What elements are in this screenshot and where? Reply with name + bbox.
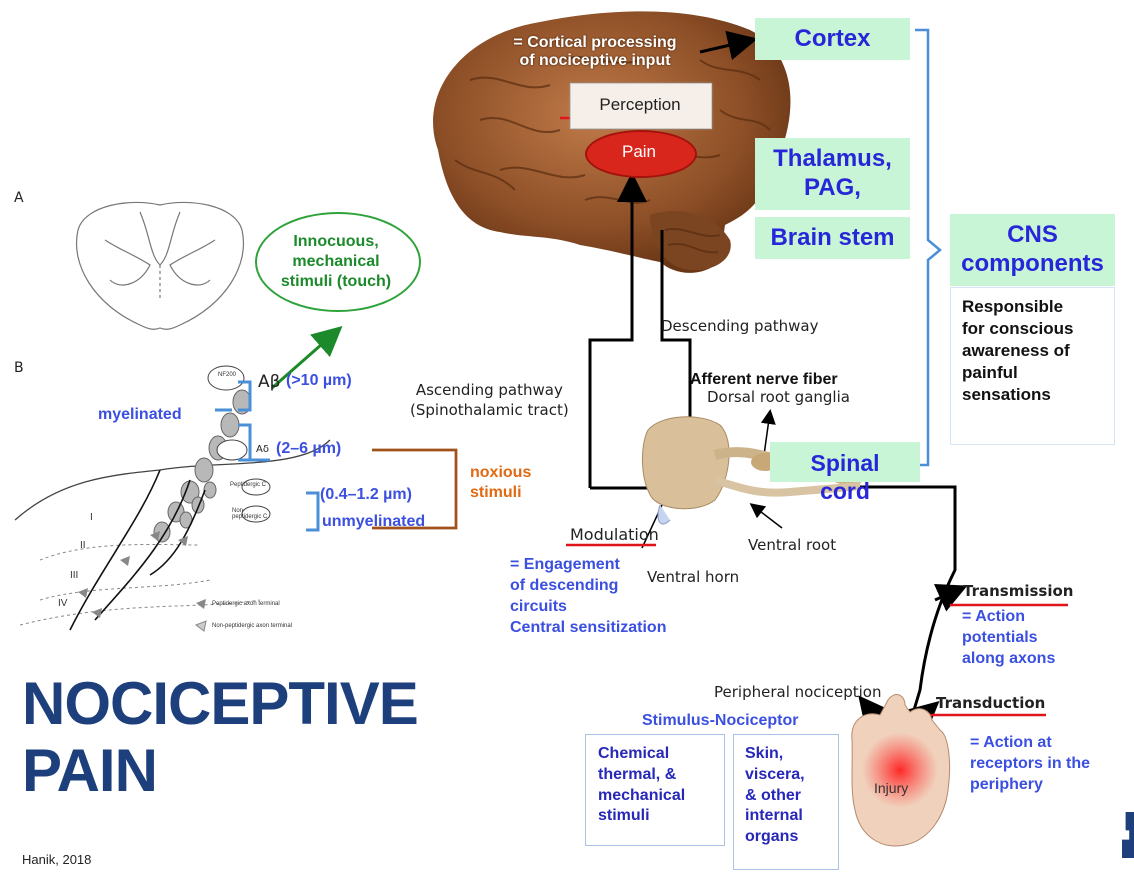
cns-bracket <box>915 30 940 465</box>
peptidergic-label: Peptidergic C <box>230 482 266 488</box>
c-fiber-size: (0.4–1.2 µm) <box>320 486 412 504</box>
descending-pathway-label: Descending pathway <box>661 317 819 335</box>
nonpeptidergic-label: Non- peptidergic C <box>232 508 267 520</box>
afferent-fiber-label: Afferent nerve fiber <box>690 371 838 389</box>
citation: Hanik, 2018 <box>22 852 91 867</box>
lamina-3: III <box>70 570 78 581</box>
page-title: NOCICEPTIVE PAIN <box>22 670 418 804</box>
spinal-cord-label: Spinal cord <box>770 450 920 505</box>
modulation-label: Modulation <box>570 525 659 544</box>
cortex-box: Cortex <box>755 18 910 60</box>
legend-peptidergic: Peptidergic axon terminal <box>212 601 280 607</box>
modulation-description: = Engagement of descending circuits Cent… <box>510 554 666 638</box>
peripheral-nociception-label: Peripheral nociception <box>714 683 881 701</box>
injury-label: Injury <box>874 780 908 796</box>
panel-a-letter: A <box>14 190 24 206</box>
lamina-1: I <box>90 512 93 523</box>
cns-description: Responsible for conscious awareness of p… <box>962 296 1073 406</box>
organs-box-text: Skin, viscera, & other internal organs <box>745 744 805 848</box>
a-delta-label: Aδ <box>256 444 269 455</box>
transduction-description: = Action at receptors in the periphery <box>970 733 1090 795</box>
innocuous-label: Innocuous, mechanical stimuli (touch) <box>255 232 417 292</box>
hand-injury-illustration <box>852 695 950 846</box>
transmission-label: Transmission <box>963 582 1073 600</box>
a-delta-size: (2–6 µm) <box>276 440 341 458</box>
ventral-root-label: Ventral root <box>748 536 836 554</box>
spinal-cord-section-a <box>77 202 244 329</box>
legend-nonpeptidergic: Non-peptidergic axon terminal <box>212 623 292 629</box>
stimulus-nociceptor-label: Stimulus-Nociceptor <box>642 712 798 730</box>
noxious-stimuli-label: noxious stimuli <box>470 463 531 503</box>
myelinated-label: myelinated <box>98 406 182 424</box>
stimuli-box-text: Chemical thermal, & mechanical stimuli <box>598 744 685 827</box>
ventral-horn-label: Ventral horn <box>647 568 739 586</box>
lamina-2: II <box>80 540 86 551</box>
transduction-label: Transduction <box>936 694 1045 712</box>
thalamus-pag-box: Thalamus, PAG, <box>755 138 910 210</box>
lamina-4: IV <box>58 598 67 609</box>
panel-b-letter: B <box>14 360 24 376</box>
pain-label: Pain <box>585 142 693 162</box>
cortical-processing-label: = Cortical processing of nociceptive inp… <box>480 34 710 71</box>
cns-components-box: CNS components <box>950 214 1115 286</box>
ascending-pathway-label: Ascending pathway (Spinothalamic tract) <box>410 381 569 420</box>
perception-label: Perception <box>570 95 710 115</box>
np-label: NF200 <box>212 372 242 378</box>
a-beta-size: (>10 µm) <box>286 372 352 390</box>
unmyelinated-label: unmyelinated <box>322 513 425 531</box>
a-beta-label: Aβ <box>258 372 280 392</box>
brain-stem-box: Brain stem <box>755 217 910 259</box>
transmission-description: = Action potentials along axons <box>962 606 1055 669</box>
dorsal-root-label: Dorsal root ganglia <box>707 388 850 406</box>
